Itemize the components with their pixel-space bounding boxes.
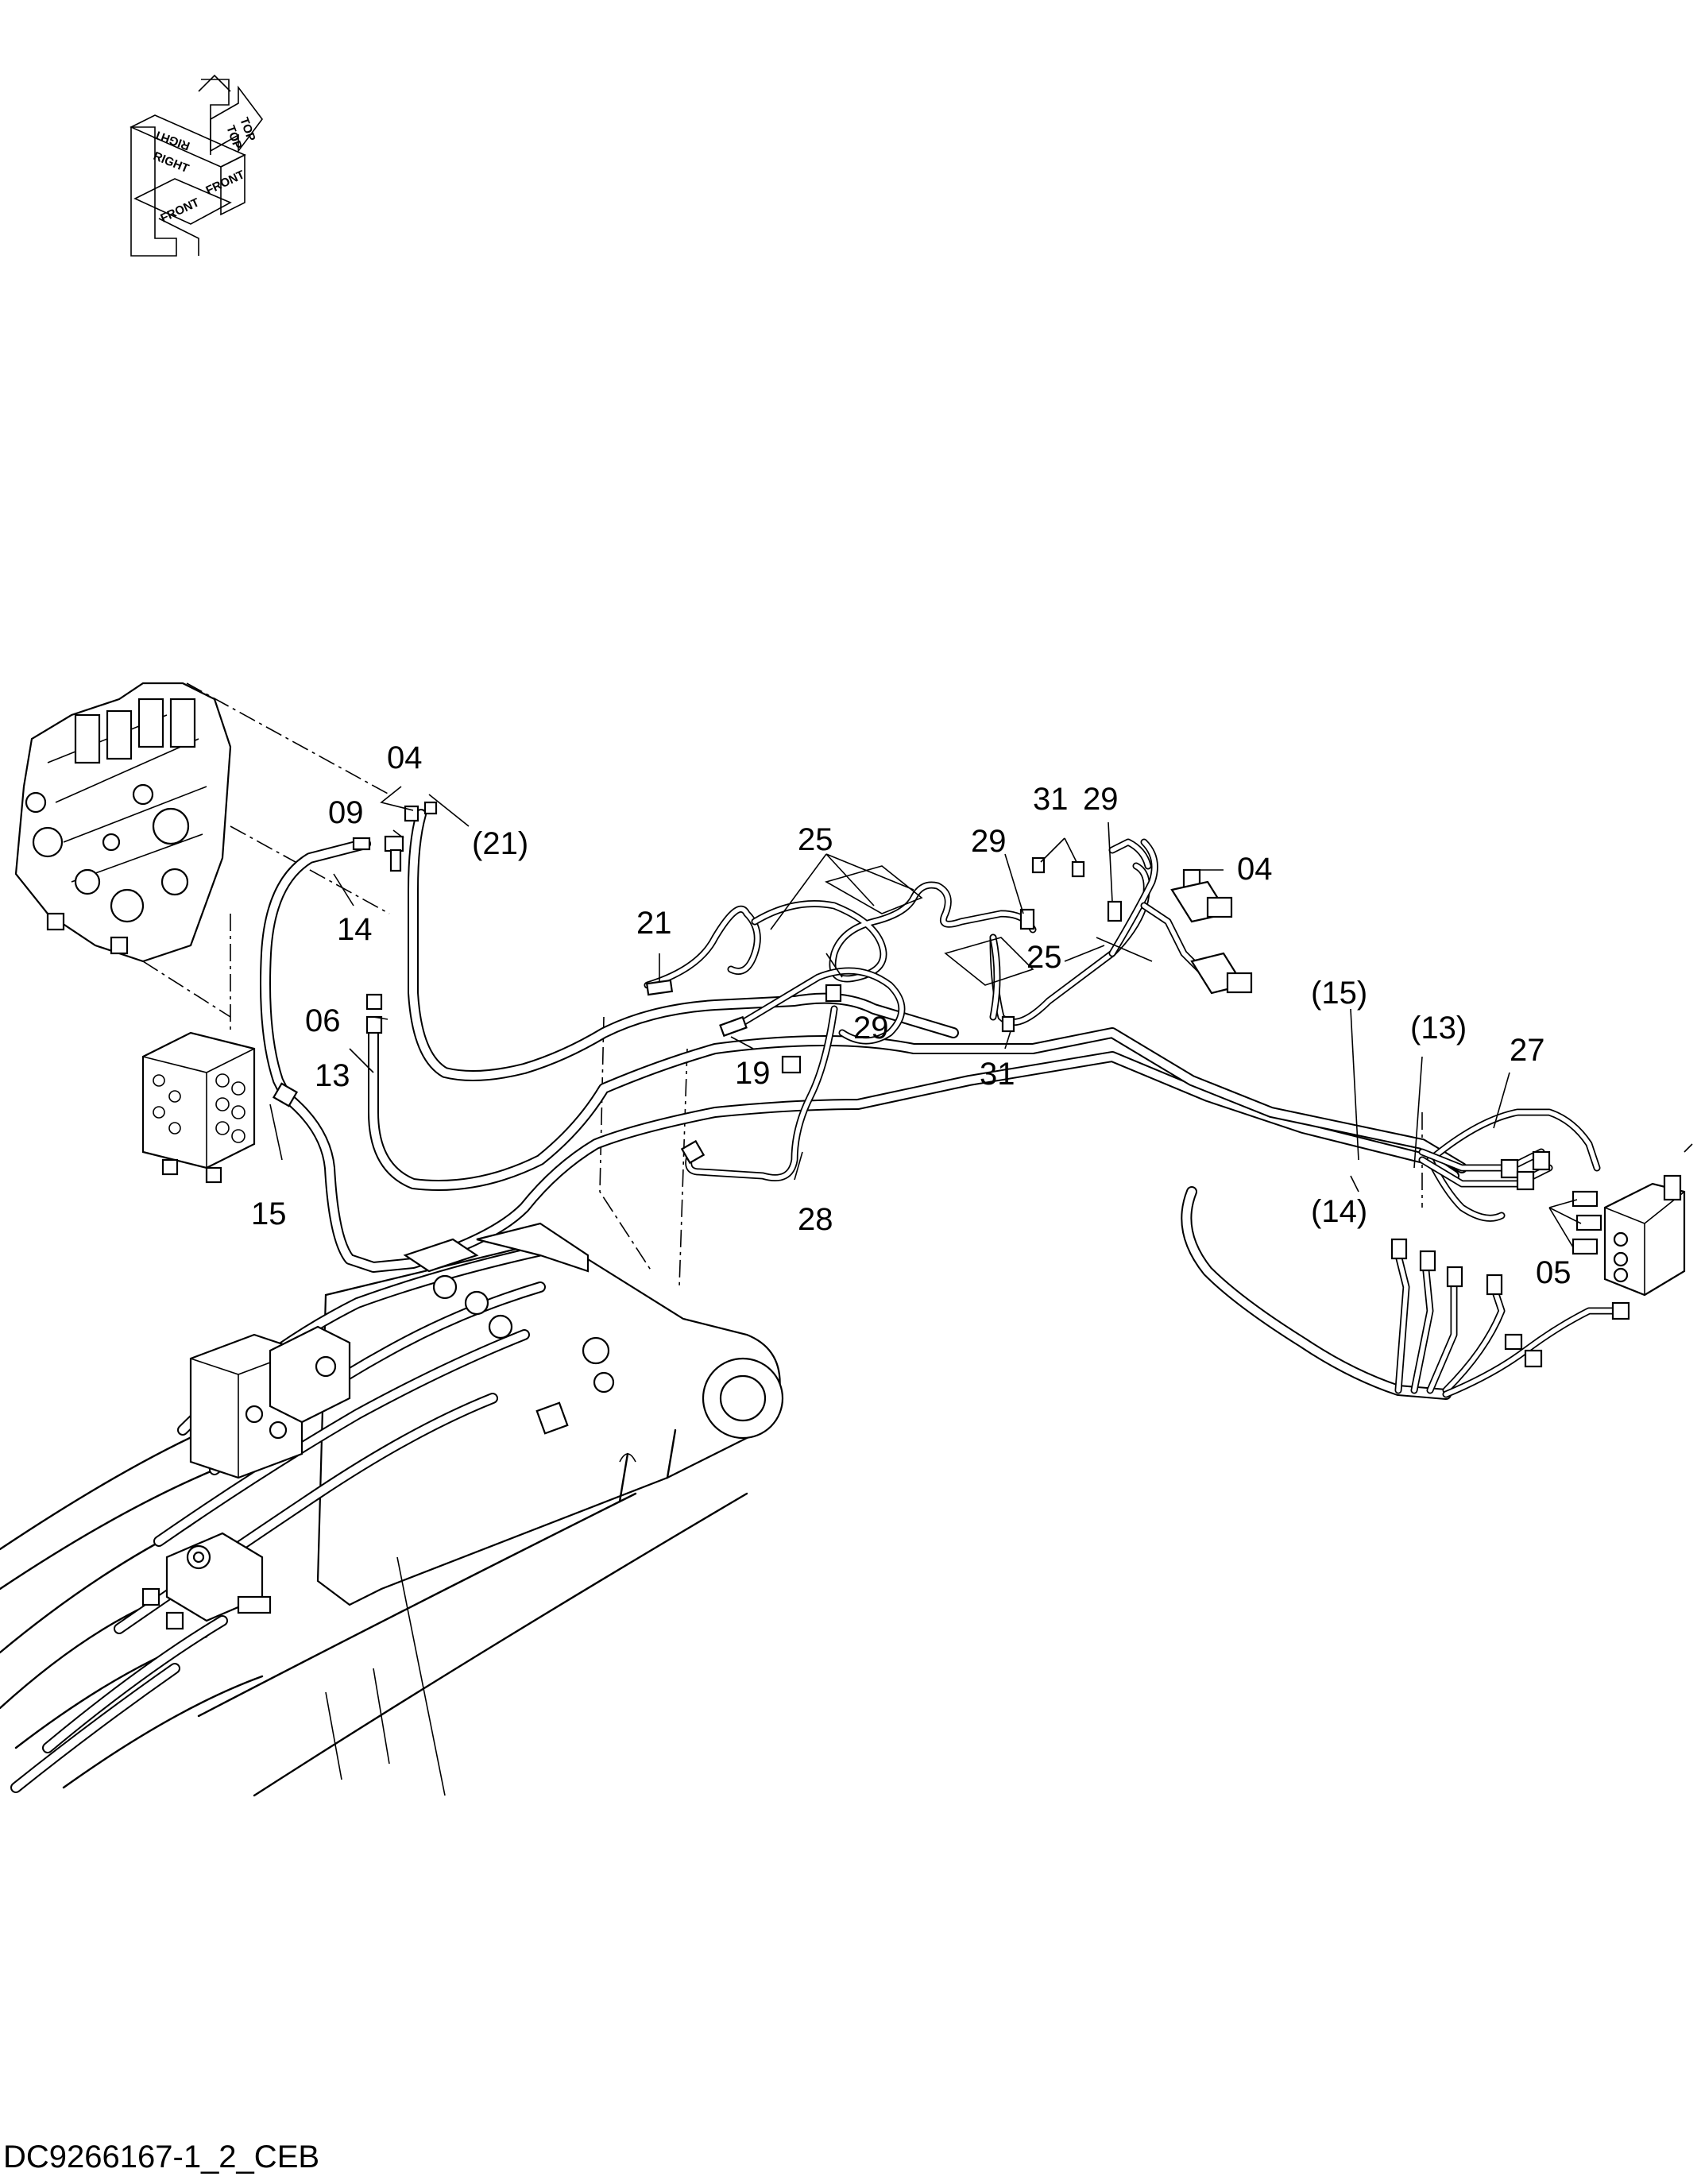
callout-31-bottom: 31 [980, 1057, 1015, 1092]
fitting-15-end [272, 1082, 299, 1107]
callout-15: 15 [251, 1196, 287, 1231]
orientation-compass: TOP RIGHT FRONT RIGHT FRONT TOP [130, 74, 263, 257]
clamp-29 [825, 900, 1123, 1003]
callout-06: 06 [305, 1003, 341, 1038]
callout-27: 27 [1510, 1033, 1545, 1068]
callout-29-left: 29 [971, 824, 1007, 859]
callout-15-paren: (15) [1311, 976, 1367, 1011]
hose-19 [719, 1015, 748, 1038]
compass-front-label-mirrored: FRONT [204, 168, 247, 197]
fitting-06 [365, 993, 383, 1034]
clamp-25-mid [944, 937, 1153, 986]
auxiliary-valve-block [141, 1031, 256, 1184]
hose-28 [680, 1055, 802, 1165]
center-hose-bundle [644, 838, 1204, 1181]
boom-fitting-block [141, 1532, 272, 1630]
hose-15 [280, 1051, 1459, 1273]
compass-right-label-mirrored: RIGHT [153, 127, 192, 153]
right-valve-block [1571, 1143, 1693, 1297]
compass-front-label: FRONT [159, 195, 202, 225]
clamp-25-top [824, 865, 923, 914]
fitting-09 [352, 835, 404, 872]
callout-13: 13 [315, 1058, 350, 1093]
drawing-code: DC9266167-1_2_CEB [3, 2140, 320, 2174]
callout-leaders [269, 786, 1582, 1248]
callout-29-right: 29 [1083, 782, 1119, 817]
fitting-04-right [1170, 868, 1253, 995]
callout-05: 05 [1536, 1255, 1571, 1290]
compass-right-label: RIGHT [152, 149, 191, 176]
callout-13-paren: (13) [1410, 1011, 1467, 1046]
boom-valve-block [189, 1325, 351, 1479]
callout-14-paren: (14) [1311, 1194, 1367, 1229]
callout-25-top: 25 [798, 822, 833, 857]
right-hose-bundle [1418, 1148, 1553, 1191]
callout-19: 19 [735, 1056, 771, 1091]
callout-28: 28 [798, 1202, 833, 1237]
boom-top-clamps [403, 1222, 615, 1435]
hose-27 [1426, 1108, 1601, 1222]
callout-31-top: 31 [1033, 782, 1069, 817]
lower-right-hose-assembly [1181, 1186, 1630, 1400]
hose-21 [408, 809, 959, 1081]
callout-labels: 04 09 (21) 14 06 13 15 21 25 29 31 29 04… [251, 740, 1571, 1290]
callout-21: 21 [636, 906, 672, 941]
bolt-31 [1001, 856, 1085, 1033]
callout-29-mid: 29 [853, 1011, 889, 1046]
hose-13 [368, 1027, 1467, 1191]
callout-04-left: 04 [387, 740, 423, 775]
callout-04-right: 04 [1237, 852, 1273, 887]
callout-25-mid: 25 [1026, 940, 1062, 975]
hose-14 [260, 838, 371, 1102]
callout-21-paren: (21) [472, 826, 528, 861]
callout-09: 09 [328, 795, 364, 830]
fitting-04-left [404, 801, 438, 822]
control-valve [14, 682, 232, 963]
hose-21-connector [645, 979, 674, 996]
callout-14: 14 [337, 912, 373, 947]
